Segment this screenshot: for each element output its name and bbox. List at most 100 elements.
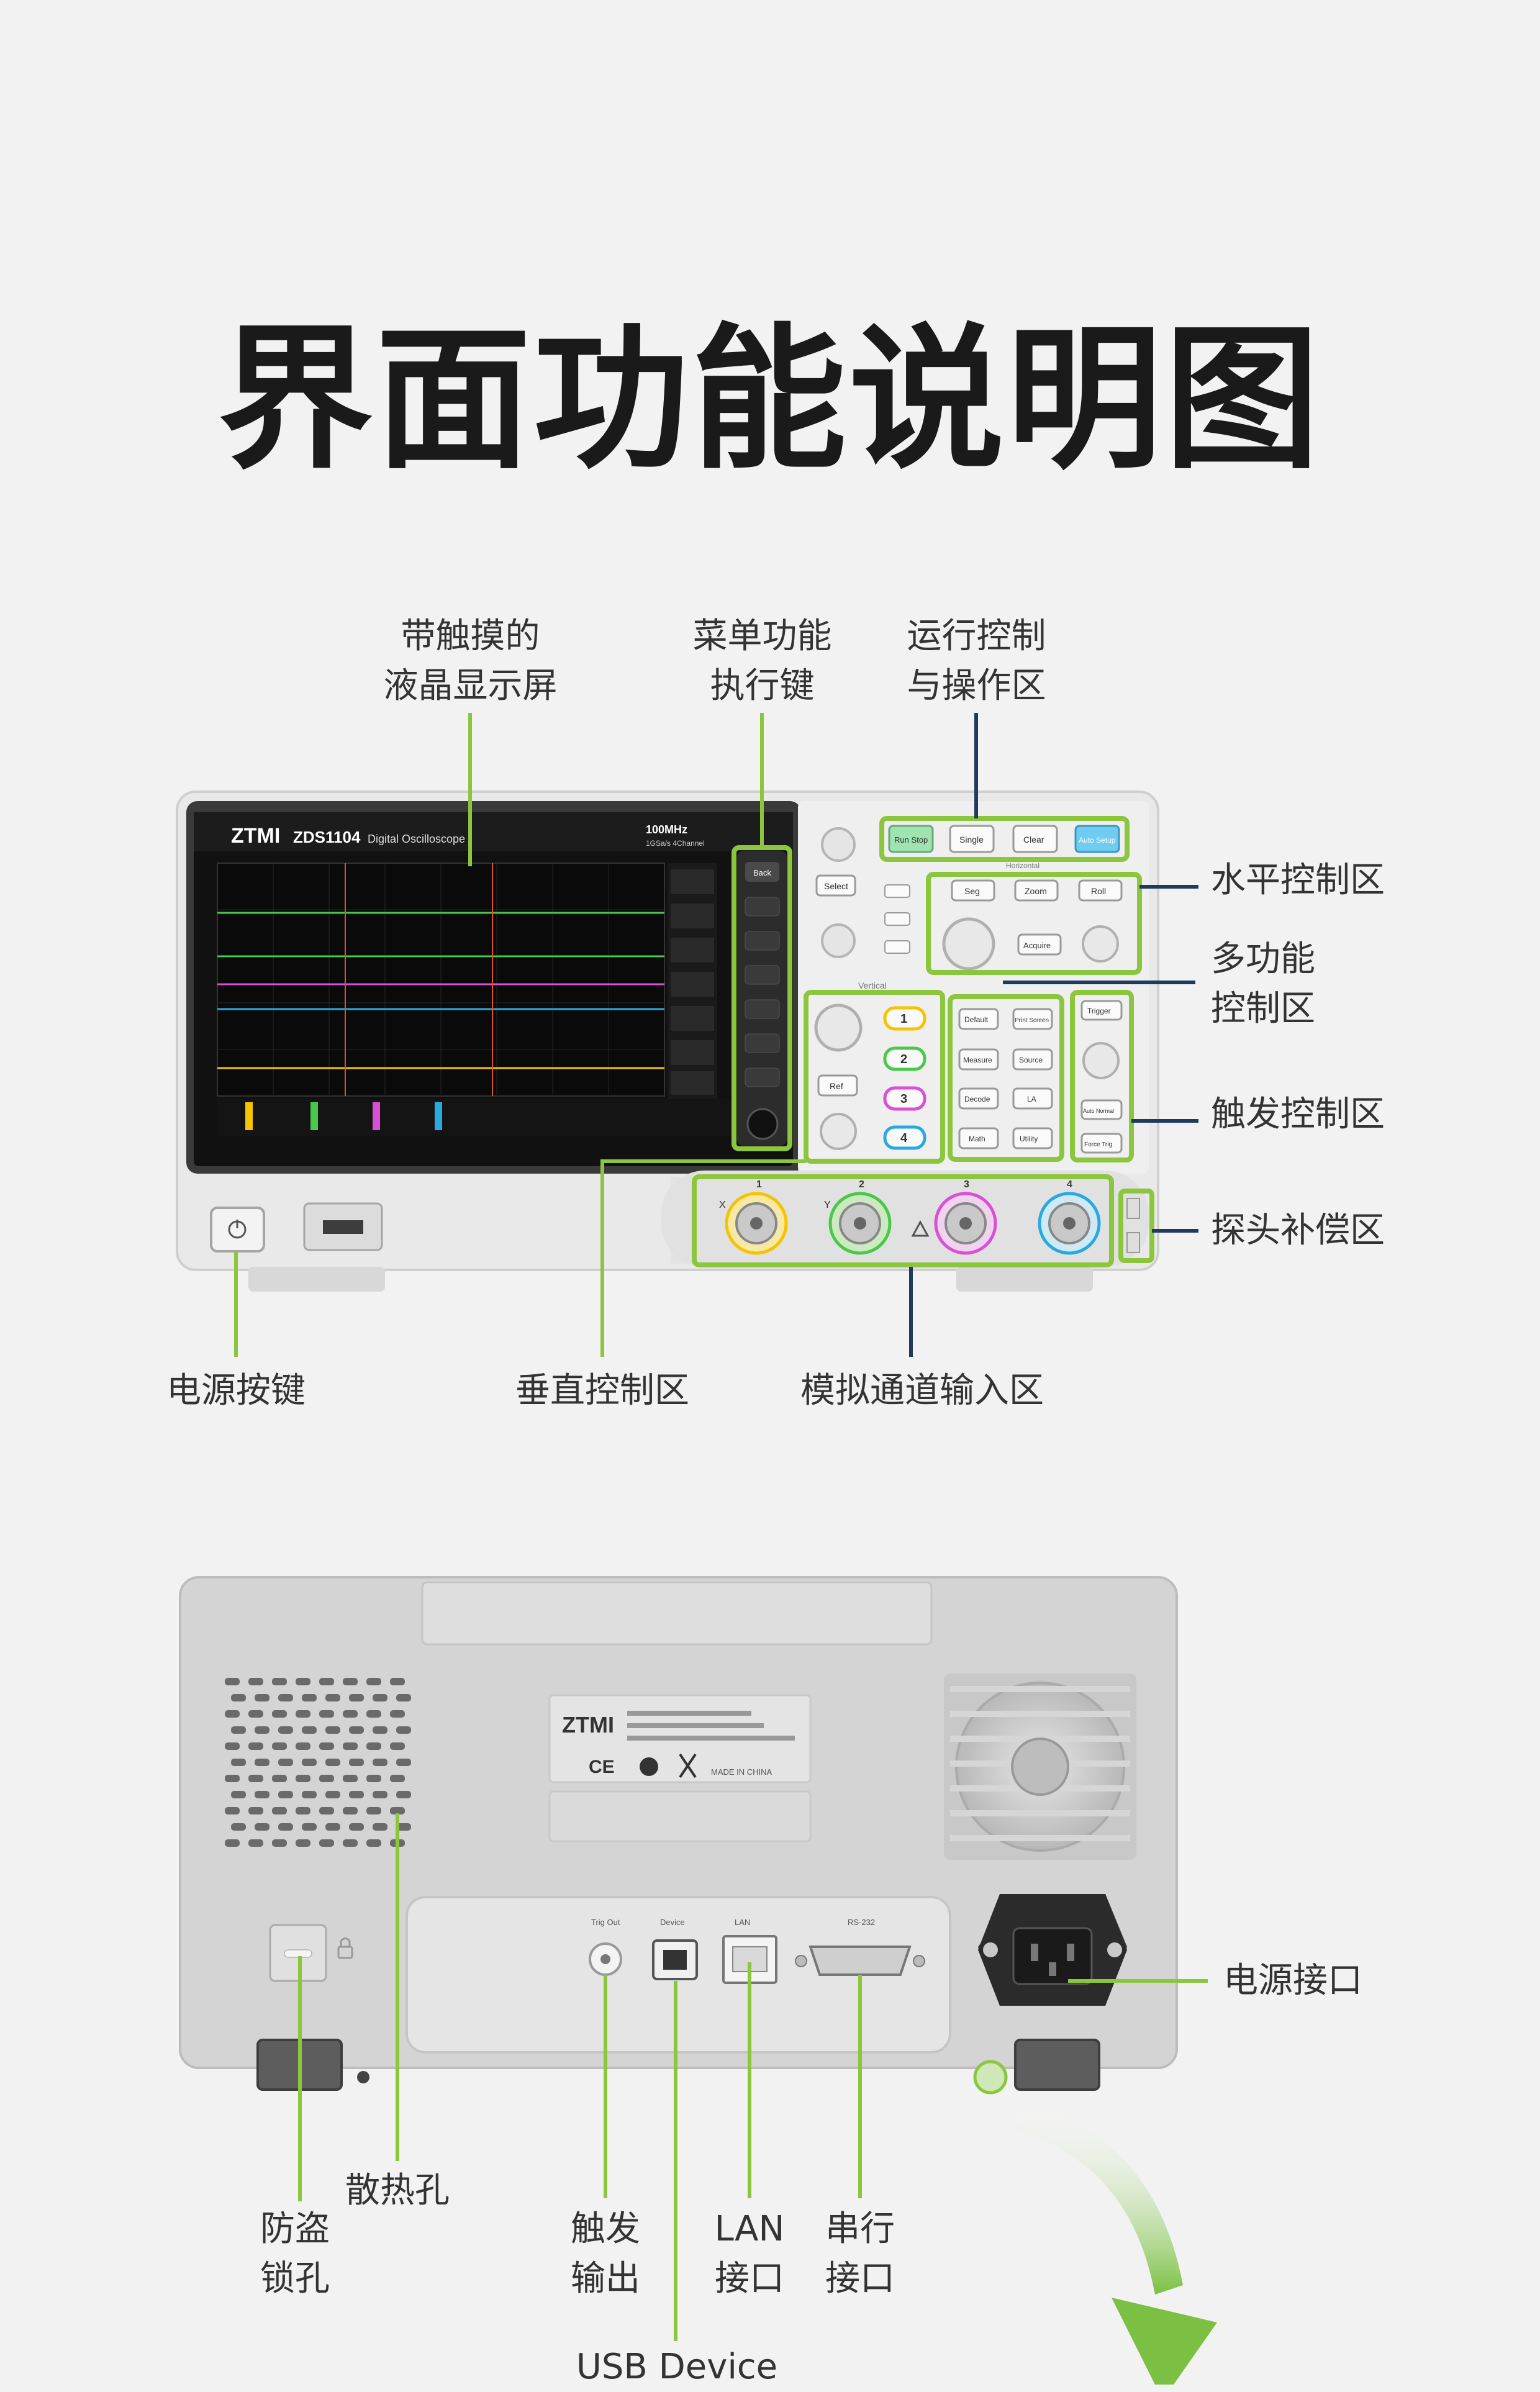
front-leaders — [234, 713, 1198, 1357]
vent-hole — [396, 1759, 411, 1766]
math-button[interactable] — [958, 1127, 999, 1149]
vent-hole — [343, 1678, 358, 1685]
vent-hole — [366, 1742, 381, 1750]
vent-hole — [255, 1726, 270, 1734]
bottom-left-knob[interactable] — [821, 923, 856, 958]
horizontal-position-knob[interactable] — [1082, 925, 1119, 963]
probe-comp-area[interactable] — [1118, 1189, 1154, 1263]
vent-hole — [248, 1775, 263, 1782]
run-stop-button[interactable] — [888, 825, 934, 853]
auto-normal-label: Auto Normal — [1083, 1108, 1114, 1114]
clear-button[interactable] — [1012, 825, 1058, 853]
vent-hole — [319, 1742, 334, 1750]
vertical-position-knob[interactable] — [820, 1113, 857, 1150]
vent-hole — [255, 1694, 270, 1701]
ch3-button[interactable] — [883, 1086, 926, 1111]
vent-hole — [319, 1775, 334, 1782]
menu-key-6[interactable] — [745, 1033, 780, 1053]
run-control-area: Select Run Stop Single Clear Auto Setup — [815, 816, 1130, 958]
trigger-button[interactable] — [1080, 1000, 1123, 1021]
menu-key-1[interactable] — [745, 862, 779, 882]
vent-hole — [248, 1678, 263, 1685]
utility-label: Utility — [1020, 1135, 1038, 1143]
vent-hole — [349, 1759, 364, 1766]
seg-button[interactable] — [951, 879, 995, 902]
default-button[interactable] — [958, 1008, 999, 1030]
vent-hole — [278, 1726, 293, 1734]
ref-button[interactable] — [817, 1074, 858, 1097]
usb-device-port[interactable] — [652, 1939, 698, 1980]
ch1-button[interactable] — [883, 1006, 926, 1031]
ground-terminal[interactable] — [973, 2060, 1008, 2095]
bnc-input-1[interactable] — [725, 1192, 788, 1255]
menu-knob[interactable] — [746, 1108, 779, 1140]
vent-hole — [231, 1791, 246, 1798]
vertical-scale-knob[interactable] — [814, 1003, 863, 1052]
bnc-input-3[interactable] — [934, 1192, 997, 1255]
ch-x-label: X — [719, 1200, 726, 1210]
label-lan-port-line1: LAN — [714, 2209, 785, 2249]
vent-hole — [272, 1710, 287, 1718]
power-button[interactable] — [210, 1207, 265, 1253]
menu-key-7[interactable] — [745, 1067, 780, 1087]
vent-hole — [296, 1839, 310, 1847]
decode-button[interactable] — [958, 1087, 999, 1110]
power-inlet[interactable] — [978, 1894, 1127, 2006]
timebase-knob[interactable] — [942, 917, 995, 971]
source-button[interactable] — [1012, 1048, 1053, 1071]
lan-port[interactable] — [722, 1935, 777, 1984]
vent-hole — [296, 1742, 310, 1750]
usb-host-port[interactable] — [303, 1202, 383, 1251]
ch4-button-label: 4 — [900, 1131, 908, 1145]
run-stop-label: Run Stop — [894, 835, 928, 845]
menu-key-4[interactable] — [745, 965, 780, 985]
lcd-screen[interactable]: ZTMI ZDS1104 Digital Oscilloscope 100MHz… — [194, 812, 793, 1166]
force-trig-button[interactable] — [1080, 1133, 1123, 1154]
ch2-button[interactable] — [883, 1046, 926, 1071]
vent-hole — [366, 1710, 381, 1718]
rs232-port[interactable] — [795, 1946, 925, 1976]
auto-setup-button[interactable] — [1074, 825, 1120, 853]
bnc-input-4[interactable] — [1038, 1192, 1101, 1255]
trigger-label: Trigger — [1087, 1007, 1111, 1015]
trigger-level-knob[interactable] — [1082, 1042, 1120, 1079]
source-label: Source — [1019, 1056, 1043, 1064]
auto-normal-button[interactable] — [1080, 1099, 1123, 1120]
bnc-input-2[interactable] — [828, 1192, 892, 1255]
roll-button[interactable] — [1078, 879, 1123, 902]
vent-hole — [296, 1710, 310, 1718]
menu-key-3[interactable] — [745, 931, 780, 951]
measure-button[interactable] — [958, 1048, 999, 1071]
label-serial-port-line1: 串行 — [825, 2209, 895, 2249]
horizontal-control-area: Horizontal Seg Zoom Roll Acquire — [926, 861, 1142, 975]
vent-hole — [390, 1807, 405, 1814]
la-button[interactable] — [1012, 1087, 1053, 1110]
menu-key-2[interactable] — [745, 897, 780, 917]
single-button[interactable] — [949, 825, 995, 853]
acquire-button[interactable] — [1017, 933, 1062, 956]
security-lock-slot[interactable] — [269, 1924, 327, 1982]
zoom-button[interactable] — [1014, 879, 1059, 902]
vent-hole — [278, 1694, 293, 1701]
top-knob[interactable] — [821, 827, 856, 862]
trig-out-bnc[interactable] — [589, 1942, 622, 1976]
vent-hole — [296, 1775, 310, 1782]
utility-button[interactable] — [1012, 1127, 1053, 1149]
fan-grill — [944, 1674, 1136, 1860]
vent-hole — [396, 1694, 411, 1701]
device-label: Device — [660, 1918, 685, 1927]
menu-key-5[interactable] — [745, 999, 780, 1019]
ch4-button[interactable] — [883, 1125, 926, 1150]
label-lock-hole: 防盗 锁孔 — [239, 2204, 351, 2304]
vent-hole — [255, 1759, 270, 1766]
label-multi-line2: 控制区 — [1211, 989, 1315, 1029]
print-screen-button[interactable] — [1012, 1008, 1053, 1030]
vent-hole — [349, 1694, 364, 1701]
select-button[interactable] — [815, 874, 856, 897]
lan-label: LAN — [735, 1918, 750, 1927]
trig-out-label: Trig Out — [591, 1918, 620, 1927]
vent-hole — [231, 1726, 246, 1734]
vent-hole — [272, 1839, 287, 1847]
vent-hole — [325, 1694, 340, 1701]
horizontal-section-label: Horizontal — [1006, 861, 1040, 870]
